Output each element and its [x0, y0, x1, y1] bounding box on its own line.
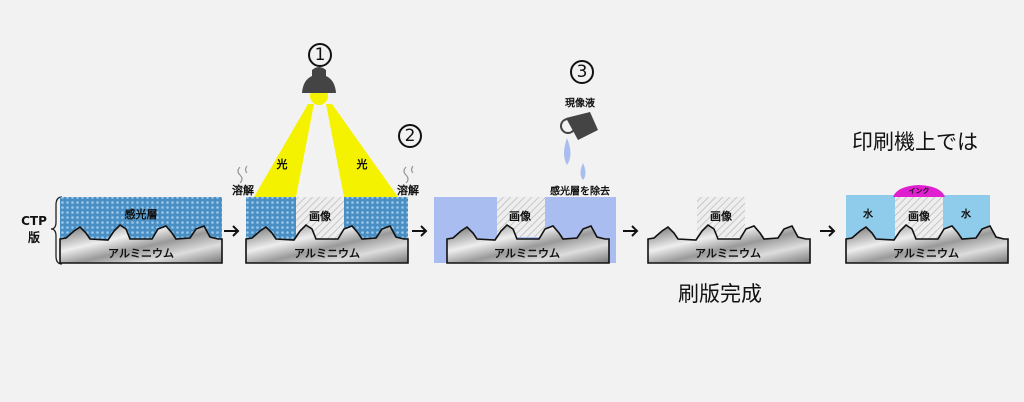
- dissolve-label: 溶解: [232, 184, 254, 197]
- panel-plate-complete: [647, 197, 811, 264]
- light-label: 光: [276, 158, 288, 171]
- plate-complete-title: 刷版完成: [678, 282, 762, 306]
- aluminum-label: アルミニウム: [893, 247, 959, 260]
- water-label: 水: [961, 209, 971, 221]
- water-label: 水: [863, 209, 873, 221]
- panel-exposure: [245, 197, 409, 264]
- aluminum-label: アルミニウム: [108, 247, 174, 260]
- bucket-icon: [560, 112, 598, 140]
- ctp-label: CTP: [21, 214, 47, 228]
- dissolve-label: 溶解: [397, 184, 419, 197]
- light-beam-right: [326, 104, 398, 197]
- image-label: 画像: [710, 210, 732, 223]
- arrow-icon: [224, 225, 836, 237]
- photosensitive-layer-label: 感光層: [124, 208, 158, 221]
- panel-ctp-plate: [59, 197, 223, 264]
- step-marker-2: 2: [398, 124, 422, 148]
- drop-icon: [564, 138, 571, 165]
- panel-development: [434, 197, 616, 264]
- dissolve-wave-icon: [403, 165, 414, 184]
- dissolve-wave-icon: [237, 165, 248, 184]
- step-marker-1: 1: [308, 43, 332, 67]
- aluminum-label: アルミニウム: [695, 247, 761, 260]
- light-label: 光: [356, 158, 368, 171]
- ink-label: インク: [908, 187, 930, 195]
- brace: [50, 196, 63, 265]
- drop-icon: [580, 163, 586, 180]
- lamp-icon: [302, 67, 336, 105]
- light-beam-left: [254, 104, 314, 197]
- panel-on-press: [845, 185, 1009, 264]
- on-press-title: 印刷機上では: [852, 130, 978, 154]
- remove-layer-label: 感光層を除去: [550, 186, 610, 198]
- plate-label: 版: [27, 230, 41, 245]
- developer-label: 現像液: [565, 98, 595, 110]
- aluminum-label: アルミニウム: [294, 247, 360, 260]
- step-marker-3: 3: [570, 60, 594, 84]
- aluminum-label: アルミニウム: [494, 247, 560, 260]
- image-label: 画像: [309, 210, 331, 223]
- image-label: 画像: [509, 210, 531, 223]
- image-label: 画像: [908, 210, 930, 223]
